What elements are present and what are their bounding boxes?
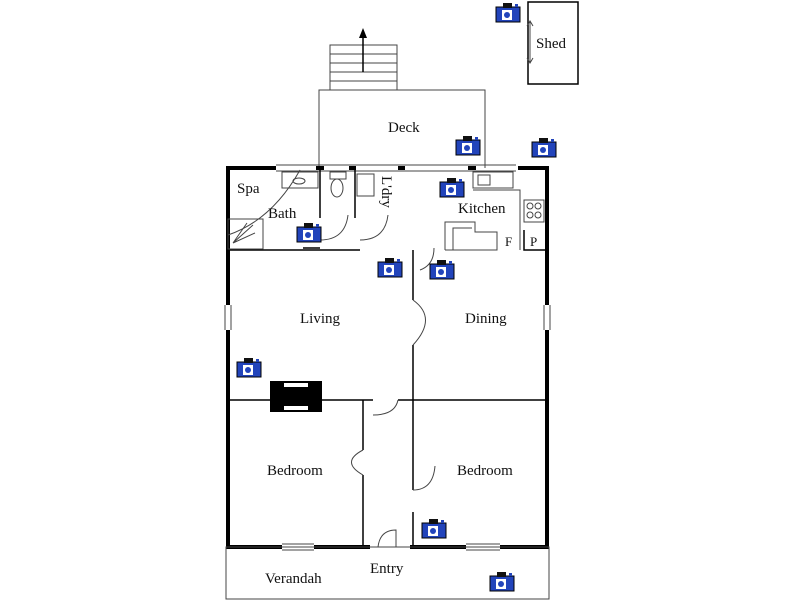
entry-label: Entry: [370, 561, 404, 577]
camera-icon[interactable]: [296, 222, 322, 243]
bath-label: Bath: [268, 206, 297, 222]
deck-label: Deck: [388, 120, 420, 136]
bedroom-label: Bedroom: [457, 463, 513, 479]
spa-label: Spa: [237, 181, 260, 197]
camera-icon[interactable]: [495, 2, 521, 23]
camera-icon[interactable]: [439, 177, 465, 198]
kitchen-label: Kitchen: [458, 201, 506, 217]
interior-walls: [227, 168, 547, 548]
camera-icon[interactable]: [377, 257, 403, 278]
camera-icon[interactable]: [421, 518, 447, 539]
verandah: Verandah Entry: [225, 546, 550, 600]
dining-label: Dining: [465, 311, 507, 327]
arrow-up-icon: [359, 28, 367, 72]
fixtures: [227, 171, 545, 412]
stairs: [329, 28, 398, 91]
bedroom-label: Bedroom: [267, 463, 323, 479]
camera-icon[interactable]: [236, 357, 262, 378]
camera-icon[interactable]: [429, 259, 455, 280]
camera-icon[interactable]: [489, 571, 515, 592]
laundry-label: L'dry: [378, 176, 394, 208]
shed: Shed: [526, 1, 579, 85]
deck: Deck: [318, 89, 486, 168]
shed-label: Shed: [536, 36, 567, 52]
camera-icon[interactable]: [531, 137, 557, 158]
fridge-label: F: [505, 234, 512, 249]
camera-icon[interactable]: [455, 135, 481, 156]
pantry-label: P: [530, 234, 537, 249]
exterior-walls: [224, 164, 551, 551]
verandah-label: Verandah: [265, 571, 322, 587]
living-label: Living: [300, 311, 340, 327]
